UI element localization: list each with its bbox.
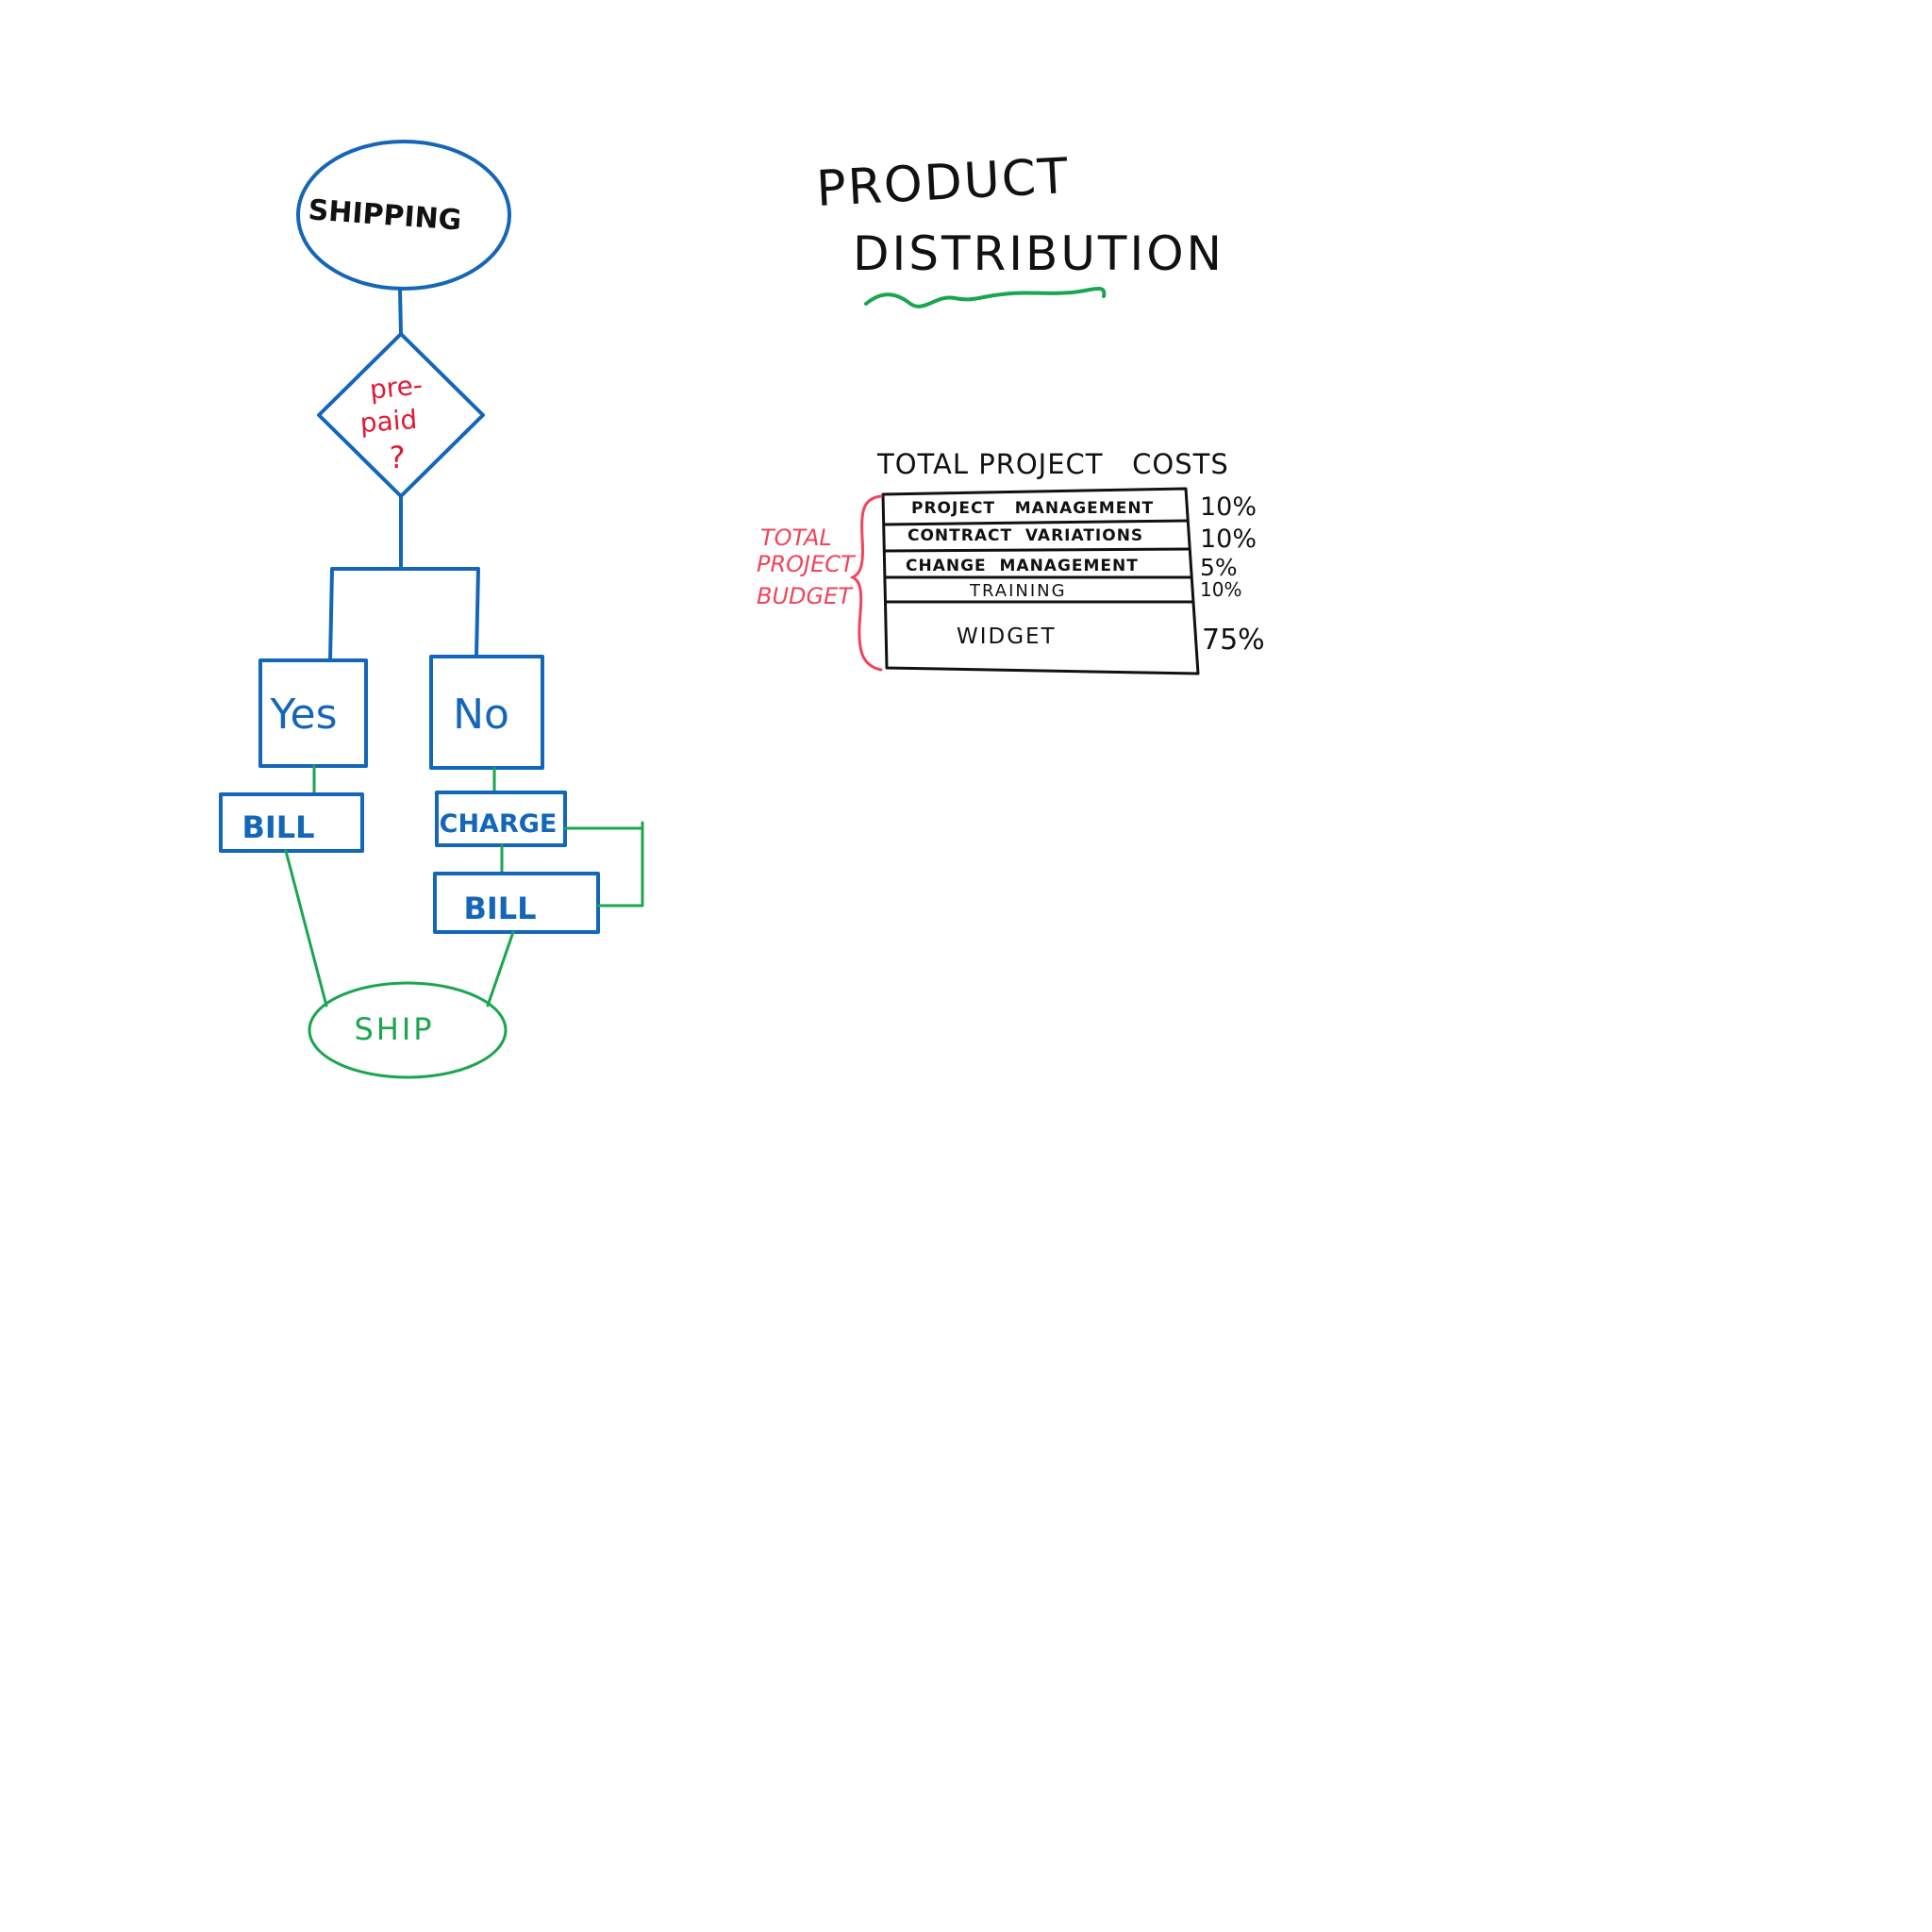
costs-row-label: CONTRACT VARIATIONS [908,526,1143,545]
decision-label-line3: ? [390,440,406,475]
costs-row-percent: 10% [1200,578,1241,601]
no-node-label: No [453,691,509,739]
connector-start-decision [398,287,403,336]
no-bill-node-label: BILL [463,891,536,926]
yes-bill-node-label: BILL [242,809,314,845]
start-node-shape [296,140,511,291]
connector-charge-bill-loop [563,821,644,908]
budget-label-line1: TOTAL [760,525,832,551]
connector-bill-ship-left [284,849,328,1008]
budget-label-line2: PROJECT [757,551,857,577]
page-title-line2: DISTRIBUTION [853,226,1224,281]
decision-label-line2: paid [359,404,419,439]
budget-label-line3: BUDGET [757,583,854,609]
title-underline [864,286,1107,308]
costs-row-percent: 5% [1200,554,1238,581]
no-node-shape [429,655,544,770]
costs-row-label: PROJECT MANAGEMENT [911,499,1154,518]
costs-row-percent: 10% [1200,492,1257,522]
costs-row-percent: 10% [1200,525,1257,554]
costs-row-label: WIDGET [957,625,1057,649]
costs-table-frame [881,487,1200,675]
connector-bill-ship-right [486,930,515,1008]
charge-node-label: CHARGE [440,809,558,839]
costs-row-label: CHANGE MANAGEMENT [906,557,1139,575]
end-node-label: SHIP [354,1011,434,1047]
start-node-label: SHIPPING [308,193,463,237]
project-costs-table: TOTAL PROJECT COSTS PROJECT MANAGEMENT C… [757,448,1265,675]
costs-row-divider [883,519,1188,526]
yes-bill-node-shape [219,792,364,853]
costs-row-divider [883,547,1190,553]
end-node-shape [308,981,508,1079]
decision-label-line1: pre- [368,369,424,406]
page-title-group: PRODUCT DISTRIBUTION [815,148,1224,308]
yes-node-label: Yes [269,691,337,739]
costs-heading: TOTAL PROJECT COSTS [876,448,1229,480]
connector-decision-branch [328,494,480,662]
costs-row-percent: 75% [1202,624,1265,657]
budget-bracket [849,494,883,672]
no-bill-node-shape [433,872,600,934]
costs-row-label: TRAINING [969,581,1067,601]
shipping-flowchart: SHIPPING pre- paid ? Yes No BILL CHARGE … [219,140,644,1079]
page-title-line1: PRODUCT [815,148,1071,218]
